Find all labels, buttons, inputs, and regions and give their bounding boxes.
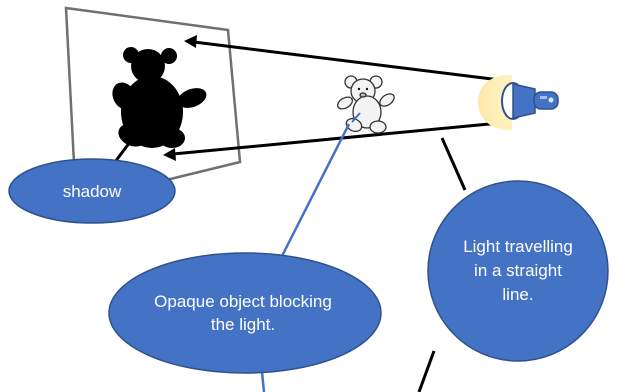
- opaque-object-label: Opaque object blocking the light.: [154, 292, 332, 334]
- light-callout-pointer-lower: [417, 350, 436, 392]
- opaque-object-callout: [108, 252, 382, 374]
- light-label: Light travelling in a straight line.: [463, 237, 573, 304]
- teddy-bear-icon: [336, 75, 395, 134]
- teddy-bear-shadow-icon: [112, 47, 207, 148]
- light-ray-top: [193, 40, 501, 82]
- light-callout: [427, 180, 609, 362]
- light-glow: [478, 74, 512, 131]
- shadow-callout: [8, 158, 176, 224]
- light-ray-bottom-arrowhead: [163, 148, 176, 161]
- opaque-callout-pointer-lower: [260, 371, 266, 392]
- light-callout-pointer-upper: [440, 137, 467, 191]
- opaque-callout-pointer-upper: [280, 123, 351, 257]
- shadow-label: shadow: [62, 181, 122, 201]
- light-ray-bottom: [172, 121, 501, 156]
- light-ray-top-arrowhead: [184, 35, 197, 48]
- torch-icon: [501, 82, 559, 120]
